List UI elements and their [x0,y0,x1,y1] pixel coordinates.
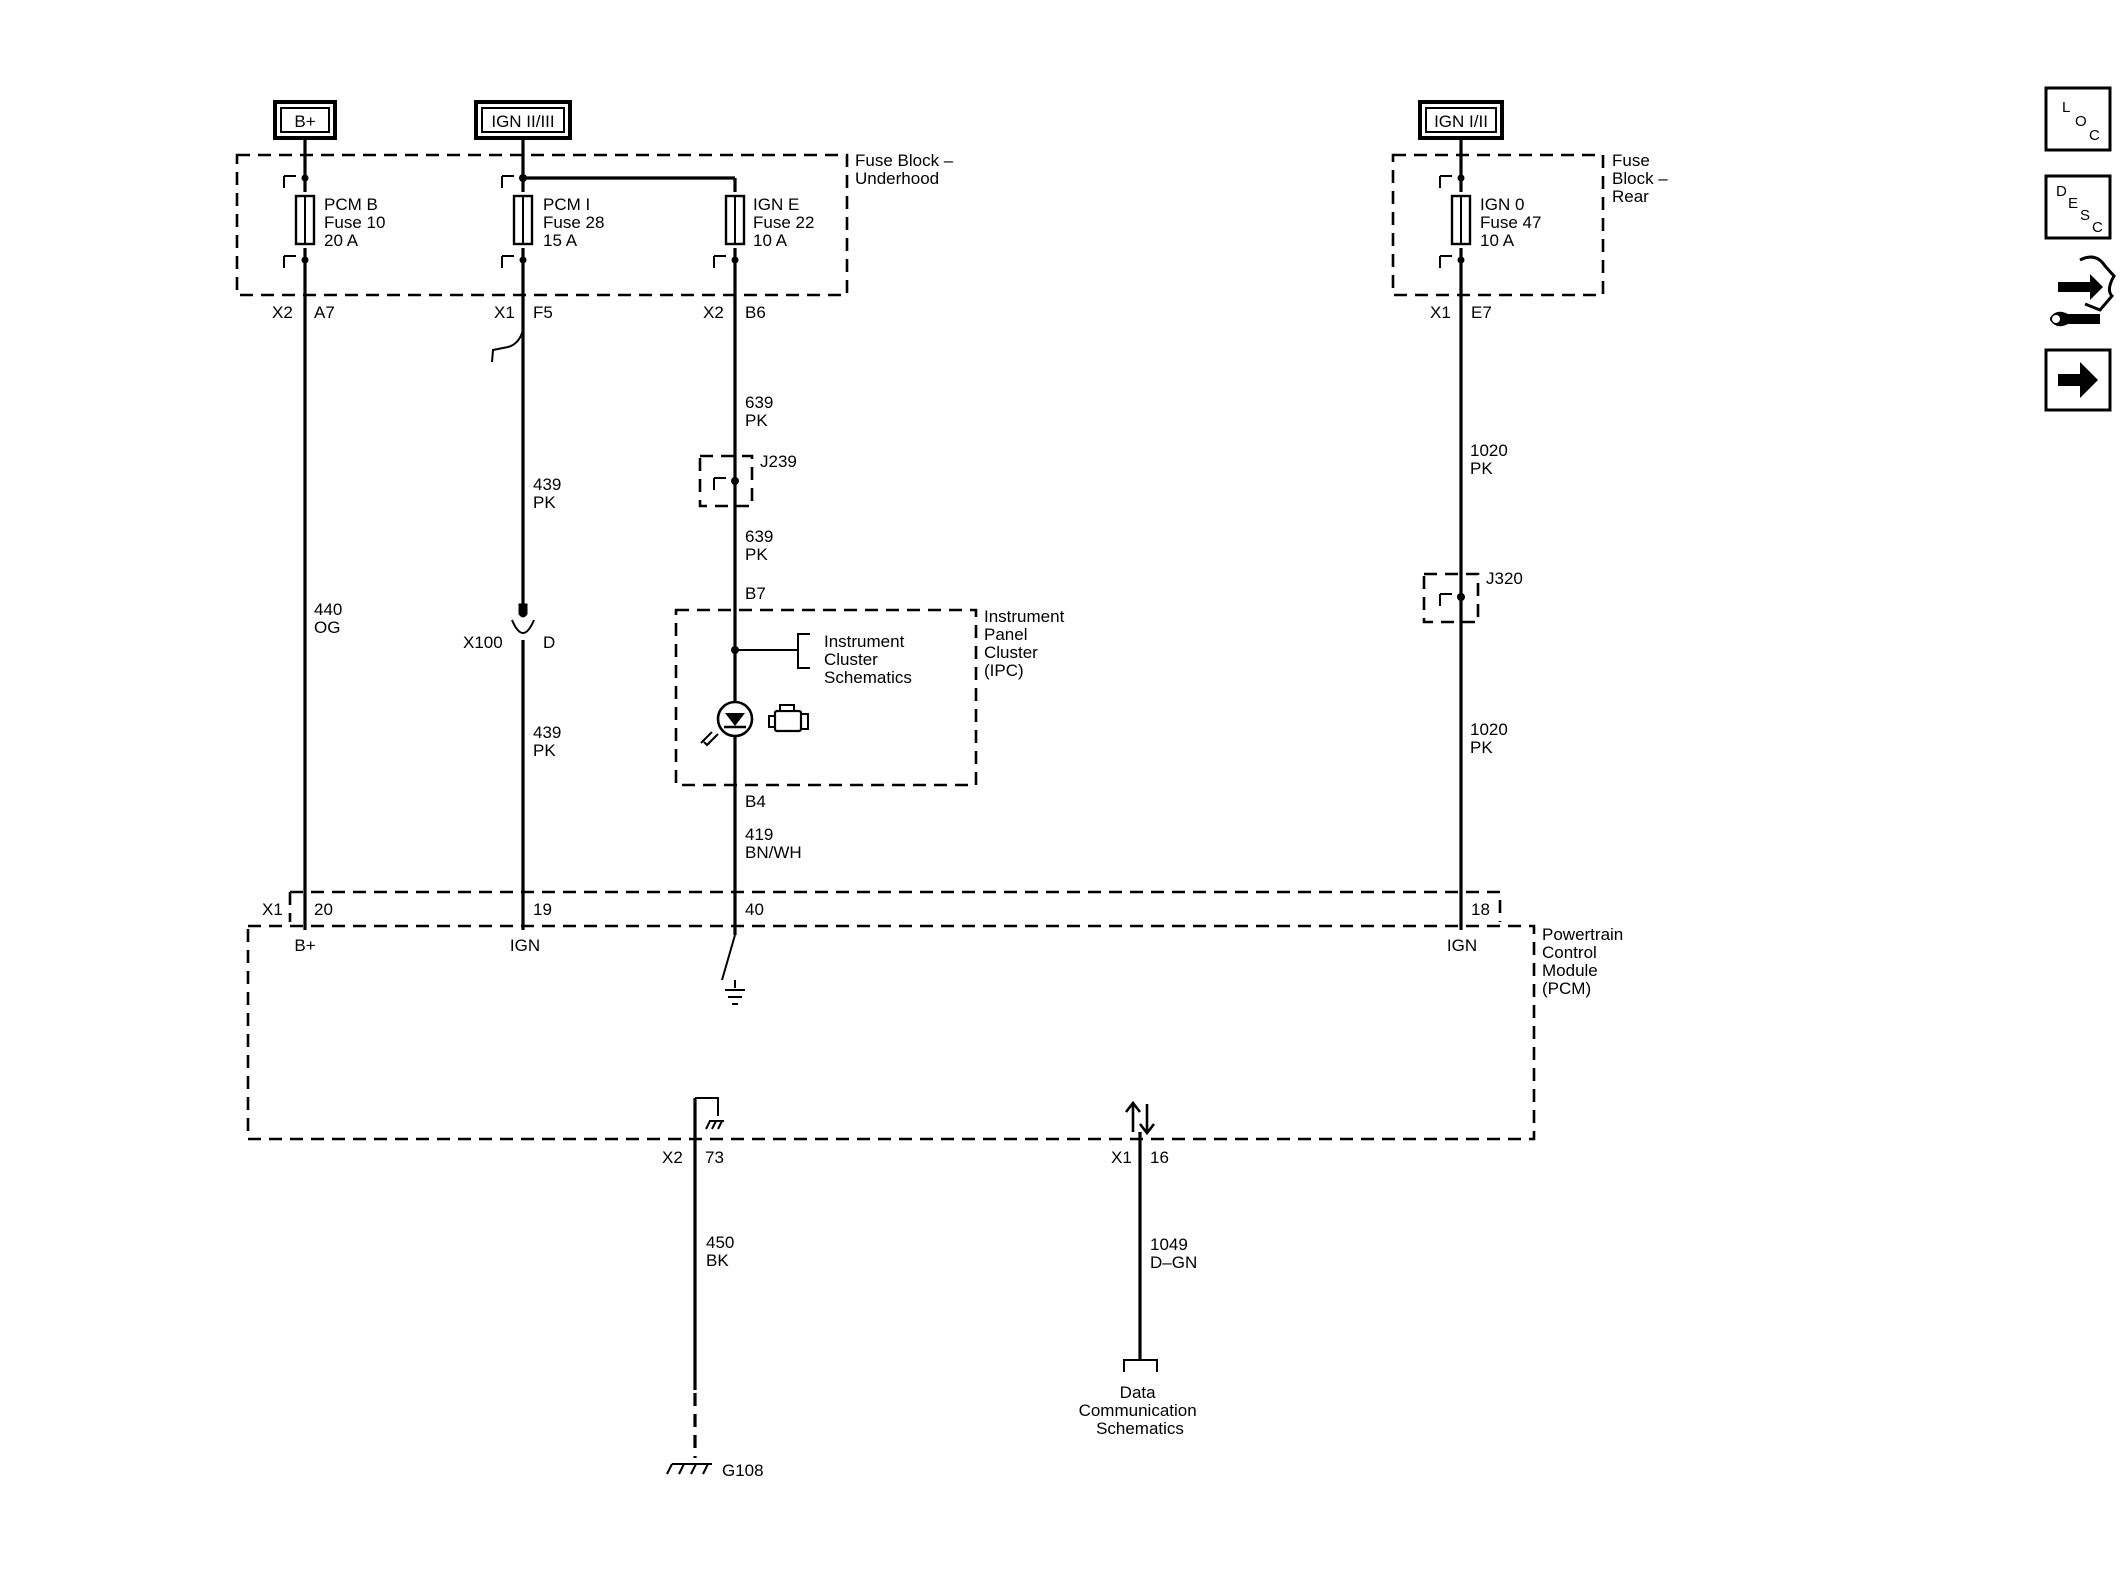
pcm-pin-name: IGN [1447,936,1477,955]
power-source-label: IGN II/III [491,112,554,131]
svg-text:C: C [2092,219,2103,236]
power-source-ign-2-3[interactable]: IGN II/III [474,100,572,140]
power-source-ign-1-2[interactable]: IGN I/II [1418,100,1504,140]
svg-text:L: L [2062,99,2070,116]
wire-label: 450 BK [706,1233,739,1270]
wire-label: 1049 D–GN [1150,1235,1197,1272]
pcm-pin: 40 [745,900,764,919]
splice-j320[interactable] [1422,572,1480,624]
pcm-data-pin: 16 [1150,1148,1169,1167]
pcm-gnd-pin: 73 [705,1148,724,1167]
wire-label: 419 BN/WH [745,825,802,862]
svg-text:S: S [2080,207,2090,224]
splice-j320-label: J320 [1486,569,1523,588]
diagnostic-tool-icon[interactable] [2050,255,2116,327]
pcm-pin: 18 [1471,900,1490,919]
connector-x100-label: X100 [463,633,503,652]
svg-text:O: O [2075,113,2087,130]
wire-label: 1020 PK [1470,720,1513,757]
ipc-label: Instrument Panel Cluster (IPC) [984,607,1069,680]
pcm-label: Powertrain Control Module (PCM) [1542,925,1628,998]
pcm-pin-name: IGN [510,936,540,955]
check-engine-icon [768,704,809,733]
splice-j239[interactable] [698,454,754,508]
arrow-right-icon [2058,362,2098,398]
connector-x100-pin: D [543,633,555,652]
wire-label: 639 PK [745,393,778,430]
power-source-bplus[interactable]: B+ [273,100,337,140]
connector-label: X2 [703,303,724,322]
pcm-pin-name: B+ [294,936,315,955]
connector-label: E7 [1471,303,1492,322]
instrument-cluster-schematics-link[interactable]: Instrument Cluster Schematics [824,632,912,687]
connector-label: X2 [272,303,293,322]
circuit-data-1049 [1123,1100,1158,1372]
svg-text:D: D [2056,183,2067,200]
power-source-label: IGN I/II [1434,112,1488,131]
svg-text:C: C [2089,127,2100,144]
pcm-internal-switch [721,934,745,1005]
ground-g108-label: G108 [722,1461,764,1480]
data-communication-schematics-link[interactable]: Data Communication Schematics [1079,1383,1202,1438]
svg-text:E: E [2068,195,2078,212]
pcm-connector-x1: X1 [262,900,283,919]
splice-j239-label: J239 [760,452,797,471]
circuit-ign-0 [1422,138,1480,930]
ipc-outline[interactable] [674,608,978,787]
pcm-pin: 19 [533,900,552,919]
pcm-gnd-connector: X2 [662,1148,683,1167]
fuse-ign-e-label: IGN E Fuse 22 10 A [753,195,819,250]
next-page-button[interactable] [2044,348,2112,412]
ipc-connector-b4: B4 [745,792,766,811]
fuse-pcm-i-label: PCM I Fuse 28 15 A [543,195,609,250]
location-view-button[interactable]: L O C [2044,86,2112,152]
connector-label: F5 [533,303,553,322]
description-view-button[interactable]: D E S C [2044,174,2112,240]
pcm-data-connector: X1 [1111,1148,1132,1167]
circuit-pcm-i [491,138,735,930]
wire-label: 439 PK [533,475,566,512]
circuit-ign-e [698,178,810,935]
connector-label: X1 [1430,303,1451,322]
fuse-pcm-b-label: PCM B Fuse 10 20 A [324,195,390,250]
wire-label: 639 PK [745,527,778,564]
fuse-ign-0-label: IGN 0 Fuse 47 10 A [1480,195,1546,250]
connector-label: B6 [745,303,766,322]
circuit-pcm-b [283,138,316,930]
circuit-ground-450 [666,1097,724,1475]
fuse-block-rear-label: Fuse Block – Rear [1612,151,1672,206]
fuse-block-rear-outline [1391,153,1605,297]
pcm-module[interactable] [246,890,1536,1141]
fuse-block-underhood-label: Fuse Block – Underhood [855,151,958,188]
fuse-block-underhood-outline [235,153,849,297]
wire-label: 1020 PK [1470,441,1513,478]
wire-label: 439 PK [533,723,566,760]
wire-label: 440 OG [314,600,347,637]
connector-label: X1 [494,303,515,322]
power-source-label: B+ [294,112,315,131]
connector-label: A7 [314,303,335,322]
pcm-pin: 20 [314,900,333,919]
ipc-connector-b7: B7 [745,584,766,603]
